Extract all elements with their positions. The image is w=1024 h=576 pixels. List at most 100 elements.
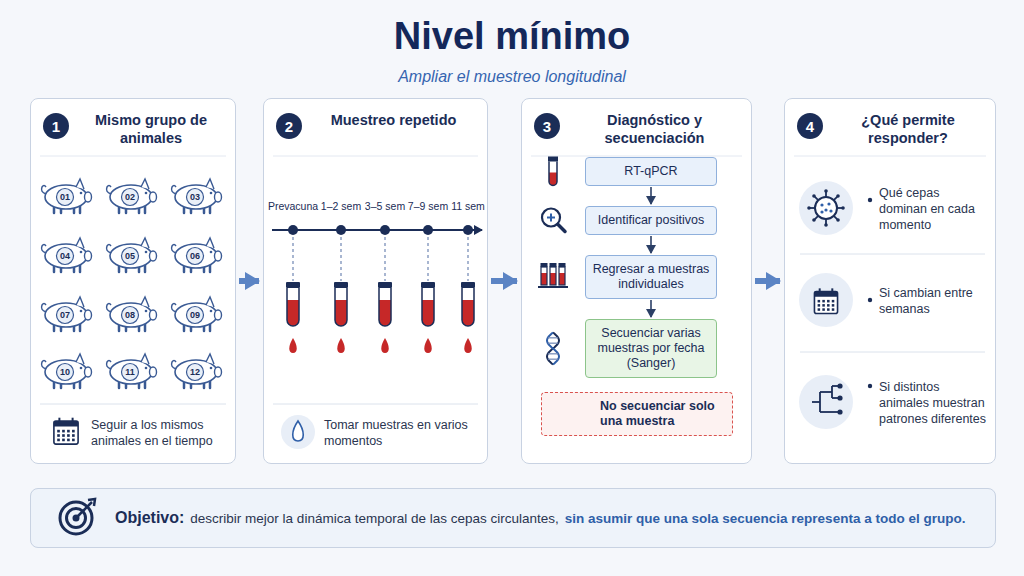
node-heading: No secuenciar solo una muestra	[600, 399, 724, 429]
tube-icon	[548, 157, 558, 186]
node-heading: 3	[543, 118, 551, 135]
calendar-day	[822, 304, 825, 307]
handle	[558, 225, 565, 232]
dna-rung	[548, 343, 558, 344]
pig-ear	[141, 238, 149, 248]
pig-snout	[85, 367, 92, 377]
number-ring	[187, 189, 204, 206]
section-rule	[800, 352, 985, 353]
time-dot	[288, 225, 298, 235]
pig-tail	[107, 245, 112, 254]
calendar-day	[822, 300, 825, 303]
pig-snout	[150, 251, 157, 261]
time-dot	[336, 225, 346, 235]
tube-body	[422, 288, 434, 326]
calendar-day	[62, 430, 65, 433]
pig-icon	[172, 297, 222, 331]
calendar-body	[814, 292, 837, 314]
tube-cap	[334, 282, 348, 288]
pig-eye	[80, 192, 83, 195]
pig-ear	[141, 297, 149, 307]
dna-rung	[548, 353, 558, 354]
calendar-day	[72, 434, 75, 437]
number-ring	[122, 248, 139, 265]
pig-icon	[42, 297, 92, 331]
tree-branch	[820, 391, 832, 393]
tree-branch	[819, 392, 821, 412]
virus-tip	[836, 218, 840, 222]
blood-fill	[379, 300, 391, 326]
calendar-ring	[58, 418, 60, 424]
step-arrow	[650, 187, 652, 204]
process-box: RT-qPCR	[585, 157, 717, 186]
calendar-day	[818, 300, 821, 303]
calendar-day	[72, 430, 75, 433]
node-heading: Objetivo:	[115, 509, 184, 527]
step-arrow	[650, 236, 652, 253]
blood-drop	[289, 338, 297, 353]
panel-ground	[784, 98, 996, 464]
drop-icon	[293, 421, 304, 441]
number-ring	[57, 189, 74, 206]
pig-icon	[42, 179, 92, 213]
pig-ear	[76, 238, 84, 248]
node-heading: 2	[285, 118, 293, 135]
pig-eye	[210, 251, 213, 254]
pig-eye	[145, 310, 148, 313]
tree-branch	[812, 401, 820, 403]
blood-fill	[335, 300, 347, 326]
pig-snout	[85, 192, 92, 202]
time-dot	[463, 225, 473, 235]
node-heading: Mismo grupo de animales	[75, 111, 227, 147]
timeline	[272, 229, 482, 231]
tube-cap	[548, 157, 558, 162]
tree-leaf	[837, 409, 842, 414]
virus-dot	[827, 202, 830, 205]
pig-body	[45, 244, 87, 268]
calendar-day	[67, 434, 70, 437]
animal-number: 07	[60, 310, 70, 320]
blood-fill	[287, 300, 299, 326]
pig-snout	[150, 192, 157, 202]
dna-icon	[547, 333, 559, 365]
time-point: 3–5 sem	[365, 200, 405, 212]
tube-body	[335, 288, 347, 326]
objective-banner: Objetivo:describir mejor la dinámica tem…	[30, 488, 996, 548]
pig-icon	[107, 297, 157, 331]
animal-number: 08	[125, 310, 135, 320]
section-rule	[40, 404, 226, 405]
tube-cap	[541, 263, 548, 267]
pig-body	[45, 360, 87, 384]
tube-cap	[461, 282, 475, 288]
virus-dot	[824, 208, 827, 211]
pig-tail	[107, 361, 112, 370]
blood-drop	[381, 338, 389, 353]
time-point: 11 sem	[451, 200, 485, 212]
time-dot	[423, 225, 433, 235]
step-number: 3	[534, 113, 560, 139]
calendar-day	[818, 304, 821, 307]
node-heading: ¿Qué permite responder?	[829, 111, 987, 147]
blood-drop	[464, 338, 472, 353]
pig-eye	[210, 367, 213, 370]
pig-ear	[206, 354, 214, 364]
calendar-day	[62, 434, 65, 437]
animal-number: 04	[60, 251, 70, 261]
icon-ground	[799, 181, 853, 235]
drop-line	[427, 237, 428, 281]
flow-arrow	[491, 278, 517, 284]
pig-ear	[76, 179, 84, 189]
tree-leaf	[837, 395, 842, 400]
blood-fill	[559, 273, 565, 285]
pig-body	[175, 360, 217, 384]
virus-dot	[829, 209, 832, 212]
title: Nivel mínimo	[0, 14, 1024, 58]
pig-icon	[172, 238, 222, 272]
tube-cap	[550, 263, 557, 267]
panel: Diagnóstico y secuenciación3RT-qPCRIdent…	[521, 98, 752, 464]
number-ring	[122, 307, 139, 324]
number-ring	[57, 364, 74, 381]
calendar-day	[57, 430, 60, 433]
panel-ground	[30, 98, 236, 464]
pig-eye	[210, 192, 213, 195]
